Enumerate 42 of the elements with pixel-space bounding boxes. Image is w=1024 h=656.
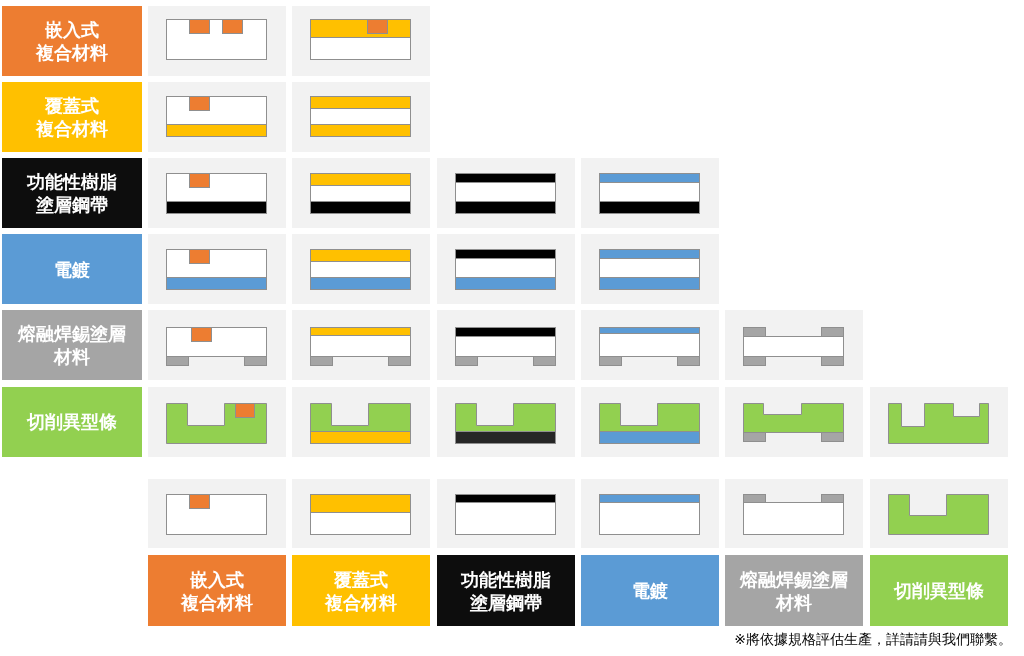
picture-panel [581, 479, 719, 548]
picture-panel [436, 234, 575, 304]
picture-panel [292, 82, 431, 152]
category-box: 嵌入式複合材料 [148, 555, 286, 626]
picture-panel [581, 309, 719, 380]
category-box: 功能性樹脂塗層鋼帶 [2, 157, 142, 228]
picture-panel [148, 234, 286, 304]
category-box: 嵌入式複合材料 [2, 6, 142, 76]
category-box: 切削異型條 [869, 555, 1008, 626]
picture-panel [292, 386, 431, 457]
category-box: 切削異型條 [2, 386, 142, 457]
picture-panel [436, 157, 575, 228]
picture-panel [581, 386, 719, 457]
picture-panel [148, 386, 286, 457]
category-box: 功能性樹脂塗層鋼帶 [436, 555, 575, 626]
picture-panel [148, 6, 286, 76]
picture-panel [148, 82, 286, 152]
picture-panel [148, 157, 286, 228]
picture-panel [292, 157, 431, 228]
picture-panel [869, 479, 1008, 548]
picture-panel [436, 309, 575, 380]
category-box: 覆蓋式複合材料 [2, 82, 142, 152]
picture-panel [148, 479, 286, 548]
picture-panel [292, 479, 431, 548]
picture-panel [725, 479, 864, 548]
category-box: 熔融焊錫塗層材料 [2, 309, 142, 380]
picture-panel [148, 309, 286, 380]
category-box: 電鍍 [2, 234, 142, 304]
picture-panel [292, 6, 431, 76]
category-box: 電鍍 [581, 555, 719, 626]
category-box: 覆蓋式複合材料 [292, 555, 431, 626]
category-box: 熔融焊錫塗層材料 [725, 555, 864, 626]
picture-panel [581, 157, 719, 228]
picture-panel [436, 386, 575, 457]
picture-panel [725, 386, 864, 457]
picture-panel [725, 309, 864, 380]
footnote: ※將依據規格評估生產，詳請請與我們聯繫。 [734, 630, 1012, 649]
picture-panel [869, 386, 1008, 457]
picture-panel [292, 309, 431, 380]
picture-panel [292, 234, 431, 304]
picture-panel [581, 234, 719, 304]
picture-panel [436, 479, 575, 548]
